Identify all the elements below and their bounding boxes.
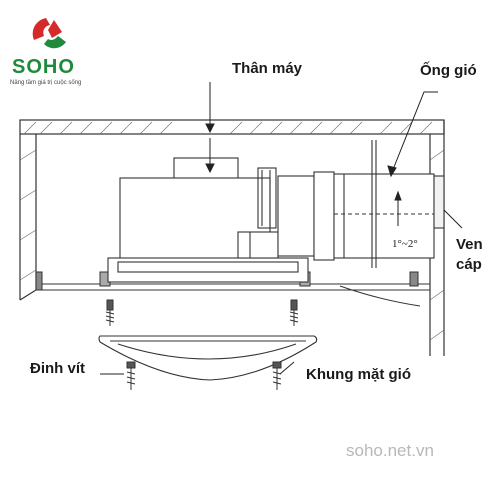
loose-screw-left [126, 361, 136, 390]
soho-logo-mark [32, 18, 66, 49]
mount-screw-left [105, 299, 115, 326]
duct [277, 140, 445, 268]
label-angle: 1°~2° [392, 238, 418, 250]
brand-name: SOHO [12, 56, 75, 78]
leader-lines [100, 82, 463, 375]
ceiling-structure [19, 119, 445, 356]
label-grille: Khung mặt gió [306, 366, 411, 383]
fan-body [107, 157, 309, 283]
ceiling-hatch [19, 121, 445, 341]
grille-frame [98, 335, 318, 381]
label-flap-line1: Ven [456, 236, 483, 253]
loose-screw-right [272, 361, 282, 390]
watermark: soho.net.vn [346, 441, 434, 460]
label-body: Thân máy [232, 60, 303, 77]
label-flap-line2: cáp [456, 256, 482, 273]
brand-tagline: Nâng tầm giá trị cuộc sống [10, 80, 82, 86]
label-screw: Đinh vít [30, 360, 85, 377]
cable [339, 285, 421, 307]
label-duct: Ống gió [420, 62, 477, 79]
mount-screw-right [289, 299, 299, 326]
